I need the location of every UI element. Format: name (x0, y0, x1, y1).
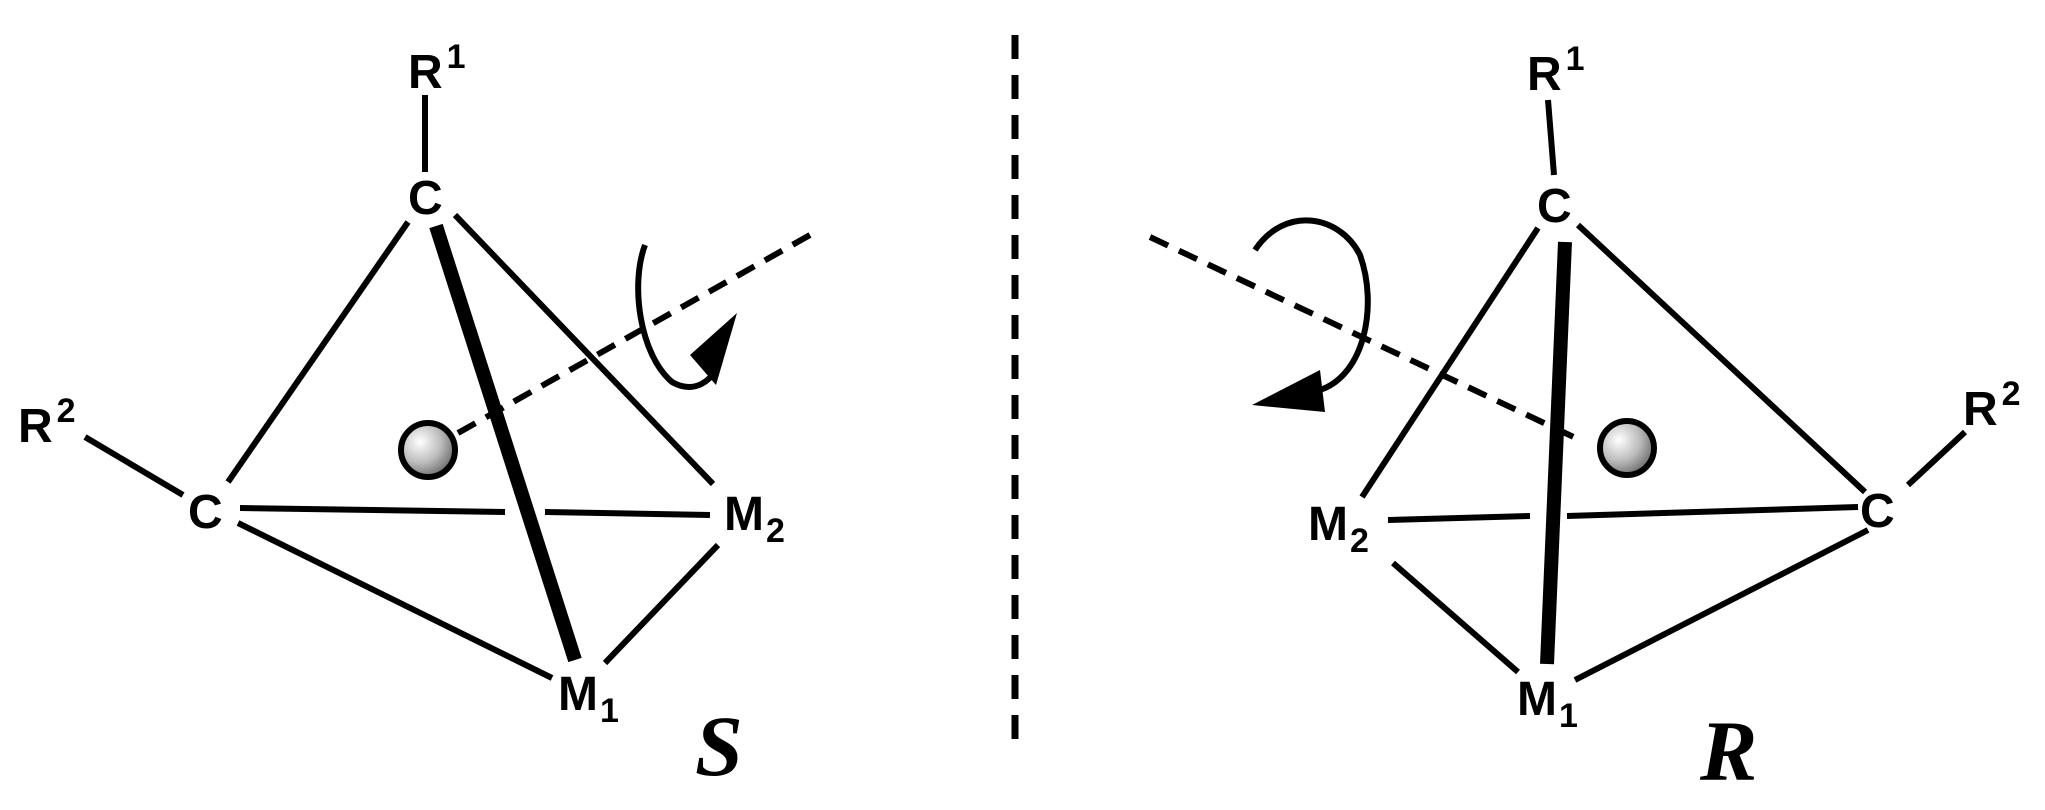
c-top-label: C (1537, 180, 1572, 233)
bond-m2-cright-b (1566, 504, 1859, 519)
rotation-arrow (635, 243, 721, 390)
m1-label: M1 (558, 668, 619, 730)
m1-label: M1 (1517, 673, 1578, 735)
bond-r1-c (1545, 99, 1557, 176)
bond-c-c (225, 220, 411, 484)
rotation-arrow (1252, 217, 1371, 393)
c-right-label: C (1860, 485, 1895, 538)
bond-cleft-m2-b (544, 509, 711, 518)
bond-m2-m1 (1391, 560, 1520, 675)
bond-ctop-m2 (452, 212, 716, 487)
bond-cleft-m2-a (239, 505, 506, 515)
bond-r2-c (83, 434, 185, 498)
m2-label: M2 (1308, 498, 1369, 560)
rotation-arrowhead (690, 313, 737, 385)
configuration-label-s: S (695, 698, 743, 794)
m2-label: M2 (724, 488, 785, 550)
rotation-axis (456, 232, 812, 436)
c-top-label: C (408, 172, 443, 225)
bond-m1-cright (1573, 527, 1870, 683)
center-ball (1597, 418, 1657, 478)
bond-ctop-m2 (1359, 226, 1541, 499)
bond-ctop-cright (1575, 222, 1868, 495)
c-left-label: C (188, 486, 223, 539)
bond-m1-m2 (602, 542, 721, 666)
bond-ctop-m1-bold (1540, 241, 1572, 665)
bond-ctop-m1-bold (429, 223, 582, 663)
rotation-arrowhead (1252, 370, 1325, 412)
center-ball (398, 420, 458, 480)
bond-m2-cright-a (1387, 513, 1531, 523)
configuration-label-r: R (1699, 703, 1757, 799)
bond-c-r2 (1905, 429, 1968, 488)
bond-cleft-m1 (236, 520, 554, 681)
